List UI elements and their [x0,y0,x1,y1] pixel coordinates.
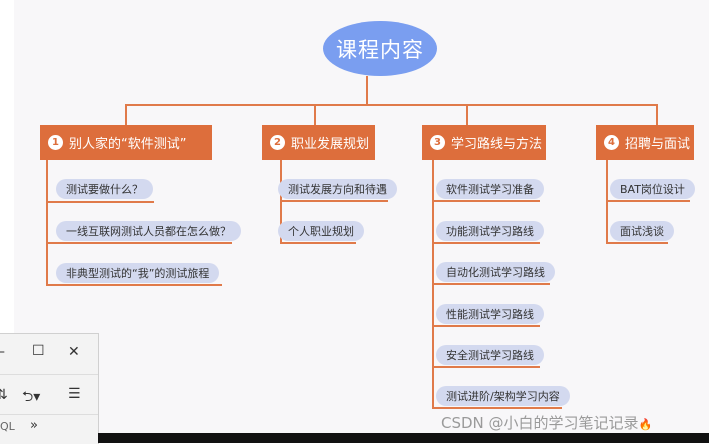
app-window-fragment: – ☐ ✕ ⇅ ⮌▾ ☰ QL » [0,333,99,444]
leaf-item[interactable]: 非典型测试的“我”的测试旅程 [56,263,220,283]
watermark-text: CSDN @小白的学习笔记记录 [441,414,639,432]
leaf-item[interactable]: 个人职业规划 [278,221,364,241]
leaf-item[interactable]: 面试浅谈 [610,221,674,241]
root-node[interactable]: 课程内容 [323,21,437,76]
sort-icon[interactable]: ⇅ [0,387,8,403]
branch-node-3[interactable]: 3 学习路线与方法 [422,125,546,160]
branch-label: 别人家的“软件测试” [69,137,187,152]
close-button[interactable]: ✕ [68,344,80,360]
mindmap-canvas: 课程内容 1 别人家的“软件测试” 2 职业发展规划 3 学习路线与方法 4 招… [14,0,709,433]
leaf-item[interactable]: 测试要做什么？ [56,179,153,199]
leaf-item[interactable]: 自动化测试学习路线 [436,262,555,282]
branch-label: 招聘与面试 [625,137,691,152]
leaf-connector [432,407,562,409]
undo-dropdown-icon[interactable]: ⮌▾ [22,389,41,405]
branch-number: 3 [430,135,445,150]
leaf-connector [46,201,154,203]
branch-label: 职业发展规划 [291,137,370,152]
branch-number: 4 [604,135,619,150]
flame-icon: 🔥 [638,418,653,431]
leaf-item[interactable]: 功能测试学习路线 [436,221,544,241]
minimize-button[interactable]: – [0,344,5,360]
toolbar-divider [0,414,98,415]
chevrons-icon[interactable]: » [30,418,38,433]
bottom-bar [98,433,709,443]
branch-node-2[interactable]: 2 职业发展规划 [262,125,375,160]
partial-label: QL [0,420,15,433]
leaf-connector [432,200,540,202]
leaf-item[interactable]: 测试进阶/架构学习内容 [436,386,570,406]
branch-number: 1 [48,135,63,150]
watermark: CSDN @小白的学习笔记记录🔥 [441,412,652,433]
branch-stem-2 [314,104,316,125]
leaf-connector [606,242,668,244]
spine-1 [46,160,48,284]
maximize-button[interactable]: ☐ [32,343,45,359]
leaf-connector [280,242,356,244]
leaf-connector [46,284,222,286]
leaf-connector [432,283,550,285]
branch-number: 2 [270,135,285,150]
leaf-connector [432,366,540,368]
branch-label: 学习路线与方法 [451,137,543,152]
leaf-connector [606,200,690,202]
branch-stem-3 [466,104,468,125]
leaf-item[interactable]: 一线互联网测试人员都在怎么做？ [56,221,241,241]
branch-stem-1 [125,104,127,125]
leaf-item[interactable]: 性能测试学习路线 [436,304,544,324]
branch-stem-4 [656,104,658,125]
branch-node-4[interactable]: 4 招聘与面试 [596,125,694,160]
leaf-connector [280,200,388,202]
toolbar-divider [0,374,98,375]
leaf-item[interactable]: 安全测试学习路线 [436,345,544,365]
leaf-item[interactable]: 测试发展方向和待遇 [278,179,397,199]
root-stem [366,76,368,104]
menu-icon[interactable]: ☰ [68,386,81,402]
branch-node-1[interactable]: 1 别人家的“软件测试” [40,125,212,160]
leaf-connector [46,242,232,244]
leaf-connector [432,325,540,327]
leaf-connector [432,242,540,244]
branch-bus [125,104,658,106]
leaf-item[interactable]: BAT岗位设计 [610,179,695,199]
leaf-item[interactable]: 软件测试学习准备 [436,179,544,199]
